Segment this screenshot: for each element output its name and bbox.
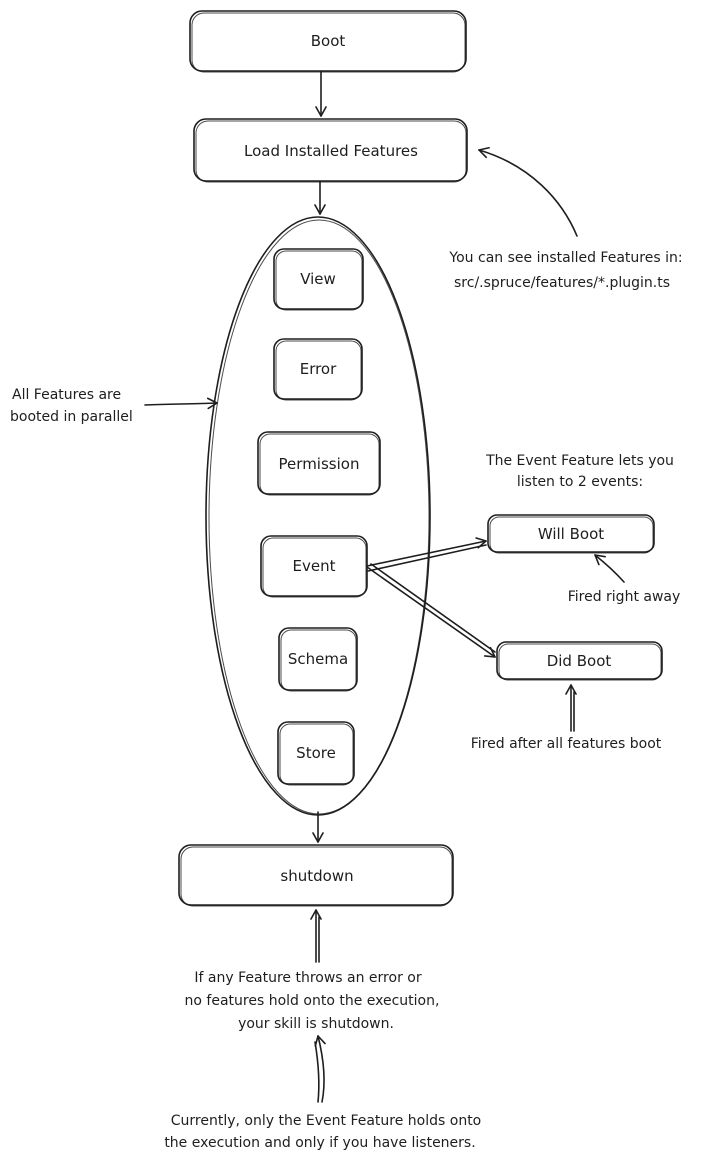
- permission-feature-node: Permission: [257, 431, 381, 496]
- event-feature-note-line-2: listen to 2 events:: [517, 474, 643, 490]
- arrow-installed-features-note: [478, 146, 578, 237]
- event-feature-node: Event: [260, 535, 368, 598]
- event-holds-note-line-2: the execution and only if you have liste…: [164, 1135, 475, 1151]
- arrow-event-to-did-boot: [366, 566, 496, 658]
- event-feature-note-line-1: The Event Feature lets you: [485, 453, 674, 469]
- shutdown-reason-note-line-2: no features hold onto the execution,: [185, 993, 440, 1009]
- schema-label: Schema: [288, 650, 348, 668]
- load-installed-features-label: Load Installed Features: [244, 142, 418, 160]
- shutdown-node: shutdown: [178, 844, 454, 907]
- parallel-note-line-2: booted in parallel: [10, 409, 133, 425]
- will-boot-node: Will Boot: [487, 514, 655, 554]
- error-feature-node: Error: [273, 338, 363, 401]
- did-boot-label: Did Boot: [547, 652, 612, 670]
- boot-label: Boot: [311, 32, 346, 50]
- permission-label: Permission: [279, 455, 360, 473]
- event-label: Event: [293, 557, 336, 575]
- view-label: View: [300, 270, 336, 288]
- load-installed-features-node: Load Installed Features: [193, 118, 468, 183]
- schema-feature-node: Schema: [278, 627, 358, 692]
- did-boot-node: Did Boot: [496, 641, 663, 681]
- shutdown-reason-note-line-1: If any Feature throws an error or: [194, 970, 421, 986]
- will-boot-label: Will Boot: [538, 525, 604, 543]
- installed-features-note-line-2: src/.spruce/features/*.plugin.ts: [454, 275, 670, 291]
- boot-node: Boot: [189, 10, 467, 73]
- shutdown-reason-note-line-3: your skill is shutdown.: [238, 1016, 394, 1032]
- installed-features-note-line-1: You can see installed Features in:: [448, 250, 682, 266]
- did-boot-note: Fired after all features boot: [471, 736, 662, 752]
- arrow-parallel-note: [144, 397, 218, 410]
- arrow-will-boot-note: [594, 554, 625, 583]
- store-feature-node: Store: [277, 721, 355, 786]
- store-label: Store: [296, 744, 336, 762]
- parallel-note-line-1: All Features are: [12, 387, 121, 403]
- will-boot-note: Fired right away: [568, 589, 681, 605]
- shutdown-label: shutdown: [280, 867, 353, 885]
- event-holds-note-line-1: Currently, only the Event Feature holds …: [171, 1113, 482, 1129]
- arrow-event-holds-note: [314, 1035, 326, 1103]
- view-feature-node: View: [273, 248, 364, 311]
- arrow-event-to-will-boot: [366, 537, 487, 567]
- error-label: Error: [300, 360, 337, 378]
